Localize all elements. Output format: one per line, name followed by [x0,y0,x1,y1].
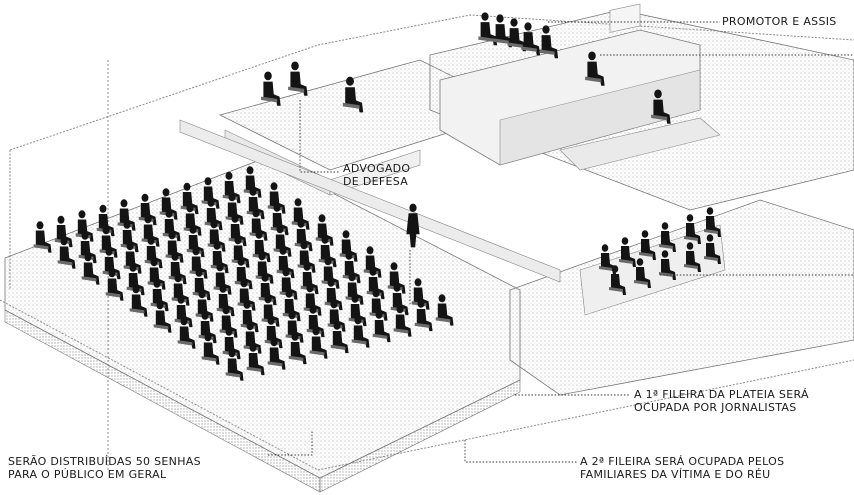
jury-box [510,200,854,395]
label-advogado-line1: ADVOGADO [343,162,410,175]
label-senhas: SERÃO DISTRIBUÍDAS 50 SENHAS PARA O PÚBL… [8,455,201,481]
label-advogado: ADVOGADO DE DEFESA [343,162,410,188]
seated-person-icon [288,62,308,96]
label-fileira-1-line1: A 1ª FILEIRA DA PLATEIA SERÁ [634,388,809,401]
label-fileira-2-line1: A 2ª FILEIRA SERÁ OCUPADA PELOS [580,455,784,468]
label-fileira-1: A 1ª FILEIRA DA PLATEIA SERÁ OCUPADA POR… [634,388,809,414]
label-fileira-1-line2: OCUPADA POR JORNALISTAS [634,401,809,414]
label-advogado-line2: DE DEFESA [343,175,410,188]
label-senhas-line1: SERÃO DISTRIBUÍDAS 50 SENHAS [8,455,201,468]
label-fileira-2-line2: FAMILIARES DA VÍTIMA E DO RÉU [580,468,784,481]
label-fileira-2: A 2ª FILEIRA SERÁ OCUPADA PELOS FAMILIAR… [580,455,784,481]
seated-person-icon [261,72,281,106]
label-senhas-line2: PARA O PÚBLICO EM GERAL [8,468,201,481]
label-promotor: PROMOTOR E ASSIS [722,15,837,28]
